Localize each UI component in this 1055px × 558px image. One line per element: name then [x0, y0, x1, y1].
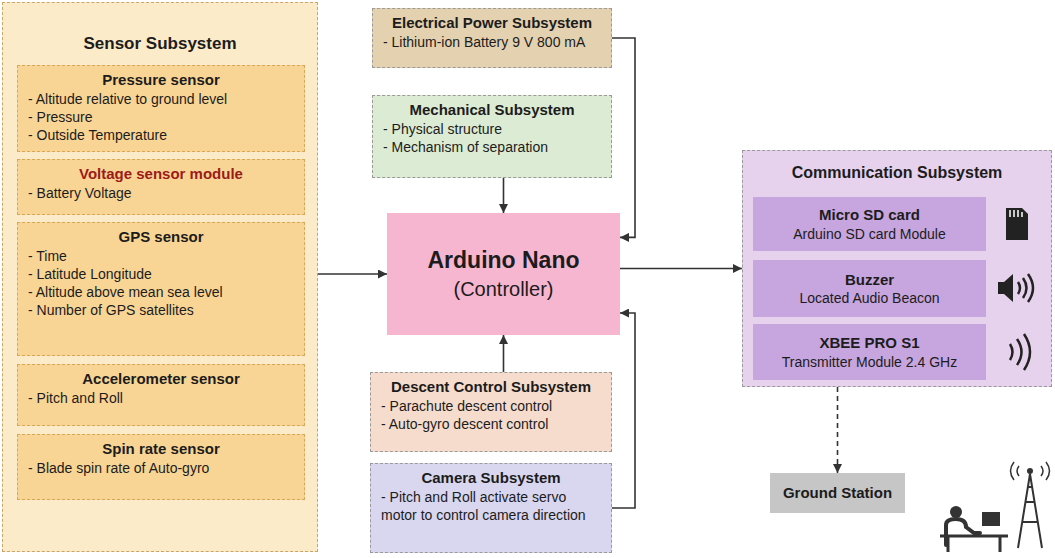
node-heading: Communication Subsystem — [753, 163, 1041, 184]
radio-wave-icon — [1010, 334, 1030, 370]
node-heading: Spin rate sensor — [28, 439, 294, 459]
node-text: - Time — [28, 247, 294, 265]
node-heading: Electrical Power Subsystem — [383, 13, 601, 33]
module-box: Micro SD cardArduino SD card Module — [753, 197, 986, 251]
node-text: - Number of GPS satellites — [28, 301, 294, 319]
connector-arrow — [837, 387, 839, 473]
node-text: - Pitch and Roll — [28, 389, 294, 407]
sensor-box: Voltage sensor module- Battery Voltage — [17, 159, 305, 215]
node-text: - Altitude relative to ground level — [28, 90, 294, 108]
node-heading: Arduino Nano — [398, 246, 609, 276]
node-heading: Buzzer — [764, 270, 975, 290]
station-box: Ground Station — [770, 473, 905, 513]
connector-arrow — [612, 313, 635, 508]
node-text: - Pitch and Roll activate servo motor to… — [381, 488, 601, 524]
sensor-box: Spin rate sensor- Blade spin rate of Aut… — [17, 434, 305, 500]
node-text: - Mechanism of separation — [383, 138, 601, 156]
node-text: Arduino SD card Module — [764, 225, 975, 243]
speaker-icon — [998, 274, 1033, 302]
node-text: - Pressure — [28, 108, 294, 126]
controller-box: Arduino Nano(Controller) — [387, 213, 620, 335]
node-text: - Outside Temperature — [28, 126, 294, 144]
subsystem-box: Descent Control Subsystem- Parachute des… — [370, 372, 612, 452]
connector-arrow — [620, 268, 742, 270]
node-heading: Descent Control Subsystem — [381, 377, 601, 397]
node-heading: Mechanical Subsystem — [383, 100, 601, 120]
module-box: BuzzerLocated Audio Beacon — [753, 260, 986, 317]
node-heading: Micro SD card — [764, 205, 975, 225]
node-heading: Accelerometer sensor — [28, 369, 294, 389]
subsystem-panel: Communication SubsystemMicro SD cardArdu… — [742, 150, 1052, 387]
subsystem-box: Mechanical Subsystem- Physical structure… — [372, 95, 612, 178]
node-heading: Pressure sensor — [28, 70, 294, 90]
sensor-box: GPS sensor- Time- Latitude Longitude- Al… — [17, 222, 305, 356]
node-heading: XBEE PRO S1 — [764, 333, 975, 353]
node-text: Transmitter Module 2.4 GHz — [764, 353, 975, 371]
node-heading: GPS sensor — [28, 227, 294, 247]
node-heading: Ground Station — [781, 483, 894, 503]
node-heading: Sensor Subsystem — [13, 33, 307, 55]
node-text: - Latitude Longitude — [28, 265, 294, 283]
sensor-box: Accelerometer sensor- Pitch and Roll — [17, 364, 305, 426]
node-heading: Voltage sensor module — [28, 164, 294, 184]
connector-arrow — [503, 335, 505, 372]
node-text: - Parachute descent control — [381, 397, 601, 415]
subsystem-panel: Sensor SubsystemPressure sensor- Altitud… — [2, 2, 318, 552]
sensor-box: Pressure sensor- Altitude relative to gr… — [17, 65, 305, 152]
connector-arrow — [612, 38, 635, 237]
subsystem-box: Electrical Power Subsystem- Lithium-ion … — [372, 8, 612, 68]
connector-arrow — [318, 273, 387, 275]
node-text: - Battery Voltage — [28, 184, 294, 202]
node-text: - Blade spin rate of Auto-gyro — [28, 459, 294, 477]
connector-arrow — [503, 178, 505, 213]
node-text: - Auto-gyro descent control — [381, 415, 601, 433]
node-text: - Lithium-ion Battery 9 V 800 mA — [383, 33, 601, 51]
node-text: (Controller) — [398, 276, 609, 302]
sd-card-icon — [1006, 208, 1028, 240]
module-box: XBEE PRO S1Transmitter Module 2.4 GHz — [753, 324, 986, 380]
node-text: - Physical structure — [383, 120, 601, 138]
node-text: - Altitude above mean sea level — [28, 283, 294, 301]
node-text: Located Audio Beacon — [764, 289, 975, 307]
subsystem-box: Camera Subsystem- Pitch and Roll activat… — [370, 463, 612, 553]
ground-station-icon — [940, 462, 1050, 552]
node-heading: Camera Subsystem — [381, 468, 601, 488]
